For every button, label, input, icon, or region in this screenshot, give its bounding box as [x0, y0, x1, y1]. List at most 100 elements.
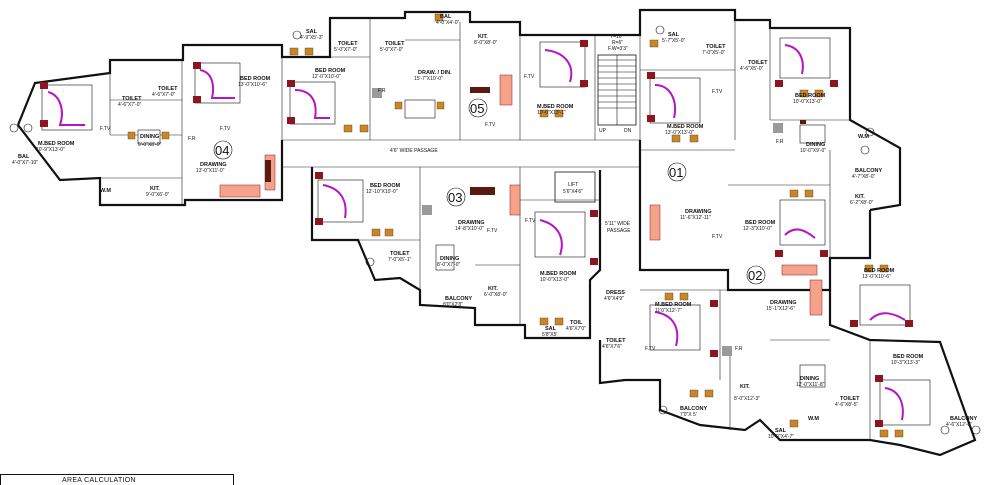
- bed-r05-bed: [287, 80, 336, 125]
- room-r02-sal-dim: 10'-0"X4'-7": [768, 434, 794, 440]
- tag-fr: F.R: [735, 346, 743, 352]
- bed-r01-mbed: [647, 72, 701, 124]
- room-r03-toilet-name: TOILET: [390, 251, 410, 257]
- room-r05-kit-dim: 8'-0"X8'-0": [474, 40, 497, 46]
- stair-core: T=10" R=6" F.W=3'3" UP DN: [597, 34, 637, 134]
- room-r03-mbed-name: M.BED ROOM: [540, 271, 577, 277]
- unit-05-number: 05: [470, 101, 484, 116]
- room-r04-kit-dim: 9'-0"X6'-0": [146, 192, 169, 198]
- tag-fr: F.R: [378, 88, 386, 94]
- room-r02-dress-dim: 4'6"X4'9": [604, 296, 624, 302]
- room-r03-dining-dim: 8'-0"X7'-0": [437, 262, 460, 268]
- room-r01-kit-name: KIT.: [855, 194, 865, 200]
- room-r01-drawing-dim: 11'-6"X12'-11": [680, 215, 711, 221]
- room-r02-dress-name: DRESS: [606, 290, 625, 296]
- room-r05-sal-name: SAL: [306, 29, 318, 35]
- room-r04-toilet1-name: TOILET: [122, 96, 142, 102]
- room-r03-mbed-dim: 10'-0"X13'-0": [540, 277, 569, 283]
- stair-note-2: R=6": [612, 40, 623, 46]
- room-r05-sal-dim: 4'-9"X5'-3": [300, 35, 323, 41]
- room-r04-drawing-dim: 13'-0"X11'-0": [196, 168, 225, 174]
- room-r05-toilet1-name: TOILET: [338, 41, 358, 47]
- unit-markers: 04 05 03 01 02: [213, 98, 766, 285]
- lift-name: LIFT: [568, 182, 578, 188]
- room-r02-balcony2-name: BALCONY: [950, 416, 978, 422]
- room-r02-balcony2-dim: 4'-6"X12'-0": [946, 422, 972, 428]
- bed-r03-mbed: [534, 210, 598, 265]
- room-r01-wm-name: W.M: [858, 134, 869, 140]
- tag-fr: F.R: [776, 139, 784, 145]
- room-r03-balcony-name: BALCONY: [445, 296, 473, 302]
- room-r01-toilet2-dim: 4'-6"X5'-0": [740, 66, 763, 72]
- bed-r04-bed: [193, 62, 241, 104]
- lift-core: LIFT 5'6"X4'6": [554, 171, 596, 203]
- room-r01-balcony-dim: 4'-7"X8'-0": [852, 174, 875, 180]
- room-r01-dining-dim: 10'-0"X9'-0": [800, 148, 826, 154]
- room-r04-sal-dim: 4'-0"X7'-10": [12, 160, 38, 166]
- bed-r01-bed: [775, 37, 838, 87]
- room-r03-balcony-dim: 8'0"X2'8": [443, 302, 463, 308]
- room-r05-kit-name: KIT.: [478, 34, 488, 40]
- tag-ftv: F.TV: [645, 346, 656, 352]
- room-r02-kit-dim: 8'-0"X12'-3": [734, 396, 760, 402]
- room-r02-mbed-name: M.BED ROOM: [655, 302, 692, 308]
- tag-ftv: F.TV: [220, 126, 231, 132]
- room-r02-bed2-name: BED ROOM: [864, 268, 895, 274]
- room-r04-dining-name: DINING: [140, 134, 159, 140]
- room-r05-draw-dim: 15'-7"X10'-0": [414, 76, 443, 82]
- side-passage-label-1: 5'11" WIDE: [605, 221, 631, 227]
- unit-03-number: 03: [448, 190, 462, 205]
- room-r04-mbed-dim: 10'-9"X13'-0": [36, 147, 65, 153]
- room-r02-balcony1-name: BALCONY: [680, 406, 708, 412]
- room-r02-bed3-name: BED ROOM: [893, 354, 924, 360]
- room-r02-toilet-dim: 4'6"X7'6": [602, 344, 622, 350]
- unit-04-number: 04: [215, 143, 229, 158]
- room-r04-sal-name: BAL: [18, 154, 30, 160]
- tag-fr: F.R: [188, 136, 196, 142]
- stair-dn-label: DN: [624, 128, 632, 134]
- plants: [9, 25, 981, 435]
- room-r02-bed1-name: BED ROOM: [745, 220, 776, 226]
- room-r01-toilet1-name: TOILET: [706, 44, 726, 50]
- area-calculation-box: [0, 474, 234, 485]
- room-r02-kit-name: KIT.: [740, 384, 750, 390]
- room-r02-dining-dim: 12'-0"X11'-8": [796, 382, 825, 388]
- room-r03-kit-name: KIT.: [488, 286, 498, 292]
- tag-ftv: F.TV: [485, 122, 496, 128]
- sofas: [219, 74, 823, 316]
- room-labels: M.BED ROOM 10'-9"X13'-0" BAL 4'-0"X7'-10…: [12, 14, 978, 440]
- room-r01-sal-name: SAL: [668, 32, 680, 38]
- room-r01-toilet1-dim: 7'-0"X5'-0": [702, 50, 725, 56]
- unit-01-number: 01: [669, 165, 683, 180]
- room-r04-bed-name: BED ROOM: [240, 76, 271, 82]
- room-r04-dining-dim: 9'-0"X8'-0": [138, 142, 161, 148]
- room-r01-mbed-dim: 13'-0"X13'-0": [665, 130, 694, 136]
- bed-r03-bed: [315, 172, 364, 225]
- room-r04-toilet1-dim: 4'-6"X7'-0": [118, 102, 141, 108]
- bed-r04-mbed: [40, 82, 93, 131]
- room-r02-toilet-name: TOILET: [606, 338, 626, 344]
- room-r03-toil-dim: 4'6"X7'0": [566, 326, 586, 332]
- room-r05-bed-name: BED ROOM: [315, 68, 346, 74]
- bed-r05-mbed: [539, 40, 588, 88]
- room-r01-dining-name: DINING: [806, 142, 825, 148]
- stair-up-label: UP: [599, 128, 607, 134]
- room-r05-bal-dim: 4'-0"X4'-0": [436, 20, 459, 26]
- area-calculation-title: AREA CALCULATION: [62, 477, 136, 484]
- room-r01-kit-dim: 6'-2"X8'-0": [850, 200, 873, 206]
- room-r01-balcony-name: BALCONY: [855, 168, 883, 174]
- room-r02-bed1-dim: 12'-3"X10'-0": [743, 226, 772, 232]
- stair-note-3: F.W=3'3": [608, 46, 628, 52]
- room-r04-wm-name: W.M: [100, 188, 111, 194]
- bed-r02-bed2: [850, 284, 913, 327]
- room-r01-mbed-name: M.BED ROOM: [667, 124, 704, 130]
- lift-dim: 5'6"X4'6": [563, 189, 583, 195]
- room-r01-sal-dim: 5'-7"X5'-0": [662, 38, 685, 44]
- bed-r02-mbed: [649, 300, 718, 357]
- main-passage-label: 4'6" WIDE PASSAGE: [390, 148, 438, 154]
- room-r03-drawing-dim: 14'-8"X10'-0": [455, 226, 484, 232]
- room-r03-kit-dim: 6'-0"X8'-0": [484, 292, 507, 298]
- room-r04-drawing-name: DRAWING: [200, 162, 227, 168]
- room-r02-wm-name: W.M: [808, 416, 819, 422]
